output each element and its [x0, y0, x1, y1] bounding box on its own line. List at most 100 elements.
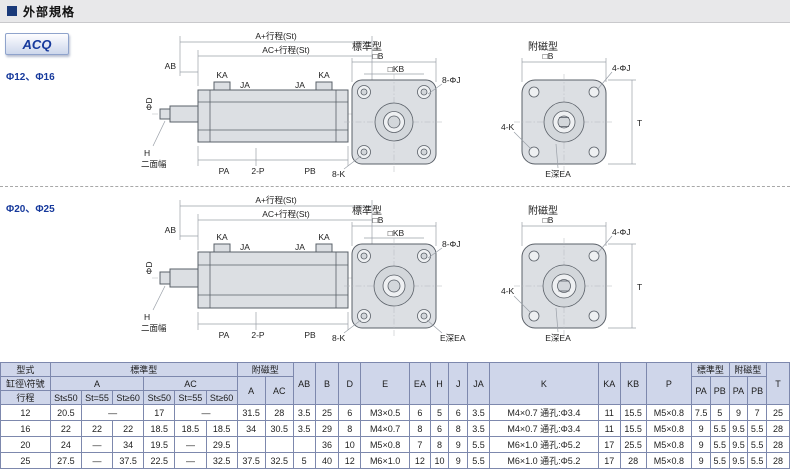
rod-circle: [557, 115, 571, 129]
spec-cell: 18.5: [205, 420, 238, 437]
piston-rod: [169, 105, 199, 123]
spec-cell: 8: [338, 420, 362, 437]
magnet-view-drawing: □B 4-ΦJ 4-K E深EA T: [501, 51, 642, 179]
spec-cell: 9: [691, 452, 711, 469]
h-leader-line: [152, 120, 166, 147]
magnet-view-title: 附磁型: [528, 42, 558, 53]
port-boss-left: [213, 81, 231, 91]
header-stroke-label: 行程: [0, 390, 51, 405]
col-header-j: J: [448, 362, 469, 405]
spec-cell: 10: [429, 452, 450, 469]
spec-cell: M6×1.0: [360, 452, 410, 469]
spec-cell: M4×0.7 通孔:Φ3.4: [488, 420, 599, 437]
bore-size-label: Φ20、Φ25: [6, 204, 55, 215]
rod-end-flats: [159, 271, 171, 285]
spec-cell: 28: [765, 420, 790, 437]
dim-label-ac-stroke: AC+行程(St): [262, 209, 310, 219]
spec-cell: 5.5: [467, 452, 490, 469]
spec-cell: 5.5: [747, 452, 767, 469]
dim-label-b: □B: [373, 51, 384, 61]
spec-table: 型式 標準型 附磁型 AB B D E EA H J JA K KA KB P …: [0, 362, 790, 469]
dim-label-rod-d: ΦD: [144, 262, 154, 275]
stroke-col-header: St=55: [174, 390, 207, 405]
spec-cell: 28: [765, 452, 790, 469]
spec-cell: 25: [765, 404, 790, 421]
j-leader-line: [596, 235, 613, 255]
header-mag-pa: PA: [728, 376, 749, 405]
rod-circle: [387, 279, 401, 293]
holes-k-label: 4-K: [501, 286, 515, 296]
spec-cell: 9: [691, 436, 711, 453]
port-boss-right: [315, 243, 333, 253]
rod-flats: [559, 117, 569, 127]
spec-cell: [292, 436, 316, 453]
spec-cell: 7: [747, 404, 767, 421]
thread-depth-label: E深EA: [440, 333, 466, 343]
spec-cell: 28: [264, 404, 294, 421]
spec-cell: M4×0.7 通孔:Φ3.4: [488, 404, 599, 421]
thread-leader-line: [426, 319, 443, 334]
spec-cell: 3.5: [292, 404, 316, 421]
spec-cell: 34: [112, 436, 145, 453]
dim-label-a-stroke: A+行程(St): [255, 195, 296, 205]
title-bullet-icon: [7, 6, 17, 16]
header-magnet-pp-group: 附磁型: [728, 362, 767, 377]
col-header-h: H: [429, 362, 450, 405]
spec-cell: 9.5: [728, 420, 749, 437]
col-header-b: B: [314, 362, 340, 405]
header-sub-ac: AC: [143, 376, 238, 391]
spec-cell: [264, 436, 294, 453]
spec-cell: 5.5: [709, 420, 730, 437]
col-header-ja: JA: [467, 362, 490, 405]
spec-cell: 22: [80, 420, 114, 437]
spec-cell: 5.5: [467, 436, 490, 453]
dim-label-ja-right: JA: [295, 242, 305, 252]
header-std-pa: PA: [691, 376, 711, 405]
dimension-lines: [179, 36, 373, 94]
j-leader-line: [427, 247, 443, 259]
spec-cell: [236, 436, 266, 453]
spec-cell: 9: [691, 420, 711, 437]
k-leader-line: [513, 131, 532, 150]
holes-j-label: 4-ΦJ: [612, 227, 631, 237]
cylinder-body: [197, 251, 349, 309]
dim-label-ja-left: JA: [240, 242, 250, 252]
flats-note-label: 二面幅: [141, 159, 167, 169]
thread-depth-label: E深EA: [545, 169, 571, 179]
spec-cell: —: [80, 404, 145, 421]
stroke-col-header: St=55: [80, 390, 114, 405]
col-header-ea: EA: [408, 362, 431, 405]
spec-cell: 22: [112, 420, 145, 437]
bore-cell: 25: [0, 452, 51, 469]
holes-j-label: 8-ΦJ: [442, 75, 461, 85]
thread-leader-line: [555, 307, 559, 333]
stroke-col-header: St≥60: [112, 390, 145, 405]
t-dimension-lines: [608, 243, 636, 329]
spec-cell: 5: [709, 404, 730, 421]
header-mag-a: A: [236, 376, 266, 405]
cylinder-body: [197, 89, 349, 143]
dim-label-h: H: [144, 312, 150, 322]
stroke-col-header: St≤50: [49, 390, 82, 405]
header-row-2: 缸徑\符號 A AC A AC PA PB PA PB: [0, 376, 790, 405]
dim-label-t: T: [637, 118, 642, 128]
k-leader-line: [343, 155, 362, 170]
dim-label-ka-right: KA: [318, 232, 330, 242]
spec-cell: 6: [408, 404, 431, 421]
spec-cell: 15.5: [619, 404, 647, 421]
spec-cell: 29.5: [205, 436, 238, 453]
holes-k-label: 4-K: [501, 122, 515, 132]
ports-label: 2-P: [251, 330, 265, 340]
spec-cell: 6: [429, 420, 450, 437]
spec-cell: 5.5: [747, 436, 767, 453]
spec-cell: 22.5: [143, 452, 176, 469]
dim-label-t: T: [637, 282, 642, 292]
dim-label-ka-left: KA: [216, 232, 228, 242]
spec-cell: 18.5: [143, 420, 176, 437]
spec-cell: 15.5: [619, 420, 647, 437]
spec-cell: M5×0.8: [645, 452, 693, 469]
spec-cell: 5: [292, 452, 316, 469]
model-badge-label: ACQ: [22, 36, 52, 52]
spec-cell: M6×1.0 通孔:Φ5.2: [488, 452, 599, 469]
